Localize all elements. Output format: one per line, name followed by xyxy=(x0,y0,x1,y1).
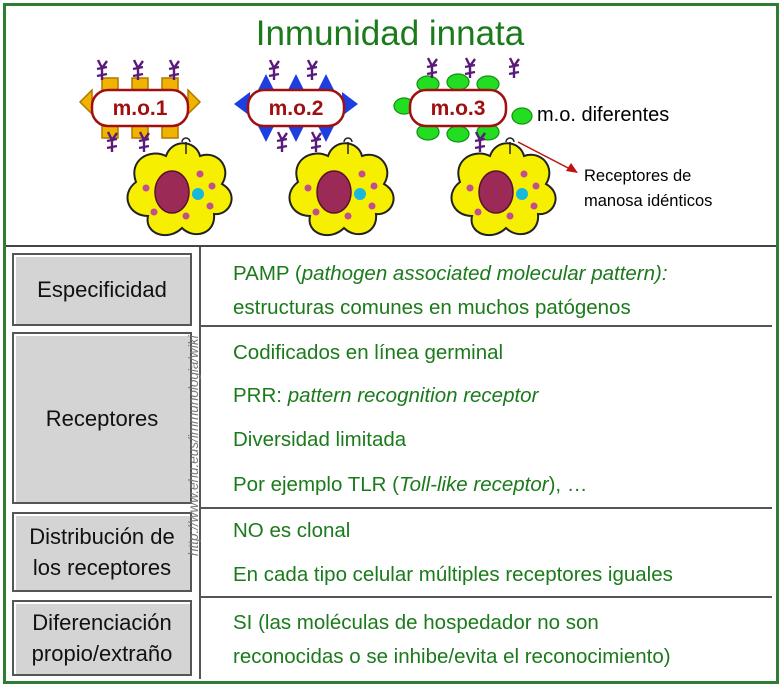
annotation-receptors-2: manosa idénticos xyxy=(584,192,713,210)
mo3-projection xyxy=(511,107,533,125)
phagocyte-cell-1 xyxy=(126,137,233,237)
mo1-projection xyxy=(187,88,202,116)
row2-line-3: Diversidad limitada xyxy=(233,428,407,451)
mo3-label: m.o.3 xyxy=(431,97,486,120)
row-label-especificidad: Especificidad xyxy=(12,253,192,326)
row1-line-2: estructuras comunes en muchos patógenos xyxy=(233,296,631,319)
mo2-projection xyxy=(234,92,250,116)
mo2-projection xyxy=(342,92,358,116)
source-credit: http://www.ehu.eus/immunologia/wiki xyxy=(186,335,201,556)
row3-line-2: En cada tipo celular múltiples receptore… xyxy=(233,563,673,586)
divider xyxy=(199,507,772,509)
illustration: m.o.1 m.o.2 m.o.3 xyxy=(78,56,578,237)
row-label-distribucion: Distribución de los receptores xyxy=(12,512,192,592)
row4-line-1: SI (las moléculas de hospedador no son xyxy=(233,611,599,634)
divider xyxy=(199,325,772,327)
row2-line-2: PRR: pattern recognition receptor xyxy=(233,384,539,407)
row2-line-1: Codificados en línea germinal xyxy=(233,341,504,364)
row3-line-1: NO es clonal xyxy=(233,519,351,542)
divider xyxy=(6,245,776,247)
annotation-receptors-1: Receptores de xyxy=(584,167,692,185)
mo1-projection xyxy=(78,88,93,116)
microorganism-3: m.o.3 xyxy=(393,56,533,154)
figure-frame xyxy=(3,3,779,684)
row-label-diferenciacion: Diferenciación propio/extraño xyxy=(12,600,192,676)
receptor-arrow xyxy=(517,141,578,173)
microorganism-1: m.o.1 xyxy=(78,58,202,154)
annotation-different-mo: m.o. diferentes xyxy=(537,104,670,126)
divider xyxy=(199,247,201,679)
phagocyte-cell-2 xyxy=(288,137,395,237)
row-label-receptores: Receptores xyxy=(12,332,192,504)
mo2-label: m.o.2 xyxy=(269,97,324,120)
row1-line-1: PAMP (pathogen associated molecular patt… xyxy=(233,262,668,285)
microorganism-2: m.o.2 xyxy=(234,58,358,154)
row2-line-4: Por ejemplo TLR (Toll-like receptor), … xyxy=(233,473,588,496)
mo1-label: m.o.1 xyxy=(113,97,168,120)
divider xyxy=(199,596,772,598)
row4-line-2: reconocidas o se inhibe/evita el reconoc… xyxy=(233,645,671,668)
figure-title: Inmunidad innata xyxy=(255,14,525,53)
